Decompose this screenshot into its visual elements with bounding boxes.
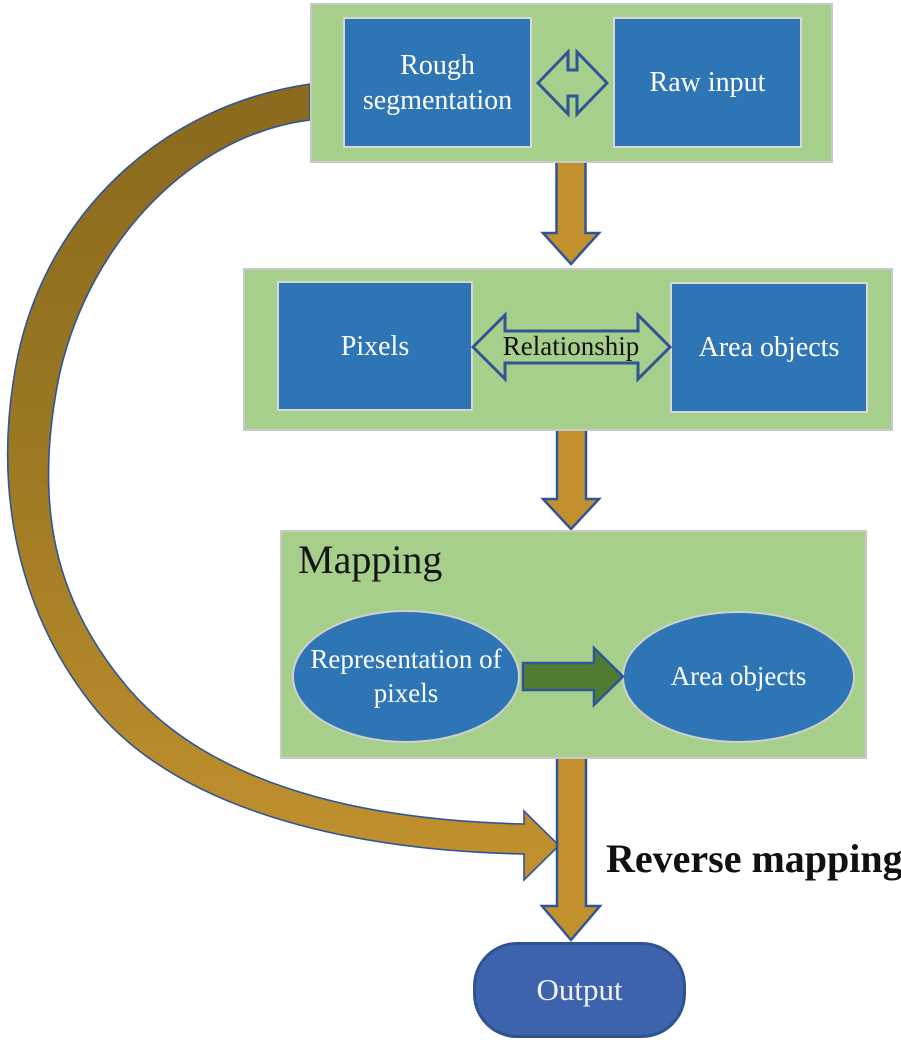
mapping-area-objects-node: Area objects: [622, 611, 855, 743]
reverse-mapping-curved-arrow: [6, 83, 561, 882]
output-label: Output: [536, 972, 623, 1007]
area-objects-label: Area objects: [698, 332, 840, 363]
mapping-panel: Mapping Representation of pixels Area ob…: [280, 530, 867, 759]
output-node: Output: [473, 942, 686, 1038]
raw-input-label: Raw input: [649, 67, 766, 98]
down-arrow-2: [540, 427, 602, 531]
raw-input-node: Raw input: [613, 17, 802, 148]
representation-of-pixels-label: Representation of pixels: [310, 643, 502, 708]
representation-of-pixels-node: Representation of pixels: [292, 610, 520, 743]
pixels-label: Pixels: [340, 330, 410, 362]
rough-segmentation-label: Rough segmentation: [362, 49, 513, 116]
pixels-node: Pixels: [277, 281, 473, 411]
area-objects-node: Area objects: [670, 282, 868, 413]
mapping-title: Mapping: [298, 537, 443, 582]
relationship-label: Relationship: [502, 331, 640, 361]
segmentation-panel: Rough segmentation Raw input: [310, 3, 833, 163]
mapping-area-objects-label: Area objects: [670, 661, 807, 692]
down-arrow-1: [540, 158, 602, 266]
down-arrow-3: [539, 755, 603, 942]
reverse-mapping-label: Reverse mapping: [606, 836, 901, 881]
rough-segmentation-node: Rough segmentation: [343, 17, 532, 148]
